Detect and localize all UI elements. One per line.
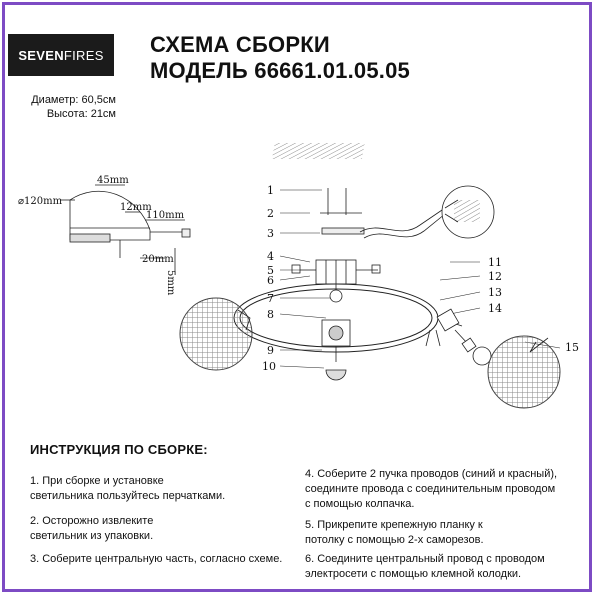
dim-110mm: 110mm bbox=[146, 210, 185, 221]
part-number-1: 1 bbox=[267, 184, 274, 197]
dim-12mm: 12mm bbox=[120, 202, 152, 213]
part-number-4: 4 bbox=[267, 250, 274, 263]
step-4-line-1: 4. Соберите 2 пучка проводов (синий и кр… bbox=[305, 468, 558, 480]
part-number-13: 13 bbox=[488, 286, 502, 299]
mounting-detail bbox=[60, 184, 191, 272]
dim-5mm: 5mm bbox=[165, 270, 176, 296]
part-number-8: 8 bbox=[267, 308, 274, 321]
step-1-line-2: светильника пользуйтесь перчатками. bbox=[30, 490, 226, 502]
step-4: 4. Соберите 2 пучка проводов (синий и кр… bbox=[305, 467, 557, 512]
dim-45mm: 45mm bbox=[97, 175, 129, 186]
part-number-11: 11 bbox=[488, 256, 502, 269]
leader-lines bbox=[279, 189, 561, 369]
dim-20mm: 20mm bbox=[142, 254, 174, 265]
central-mount bbox=[291, 188, 446, 381]
title-line-1: СХЕМА СБОРКИ bbox=[150, 32, 330, 57]
step-4-line-2: соедините провода с соединительным прово… bbox=[305, 483, 556, 495]
instructions-heading: ИНСТРУКЦИЯ ПО СБОРКЕ: bbox=[30, 442, 208, 457]
part-number-5: 5 bbox=[267, 264, 274, 277]
brand-bold: SEVEN bbox=[18, 47, 64, 63]
step-5: 5. Прикрепите крепежную планку к потолку… bbox=[305, 518, 484, 548]
step-6: 6. Соедините центральный провод с провод… bbox=[305, 552, 545, 582]
part-number-6: 6 bbox=[267, 274, 274, 287]
dim-120mm: ⌀120mm bbox=[18, 196, 63, 207]
dimensions: Диаметр: 60,5см Высота: 21см bbox=[6, 93, 116, 121]
brand-regular: FIRES bbox=[63, 47, 104, 63]
step-4-line-3: с помощью колпачка. bbox=[305, 498, 415, 510]
step-1-line-1: 1. При сборке и установке bbox=[30, 475, 164, 487]
left-shade-holder bbox=[237, 309, 251, 331]
part-number-10: 10 bbox=[262, 360, 276, 373]
height-text: Высота: 21см bbox=[46, 108, 116, 120]
part-number-2: 2 bbox=[267, 207, 274, 220]
page-border bbox=[2, 2, 592, 592]
right-arm bbox=[425, 308, 469, 347]
part-number-7: 7 bbox=[267, 292, 274, 305]
step-5-line-1: 5. Прикрепите крепежную планку к bbox=[305, 519, 483, 531]
step-6-line-2: электросети с помощью клемной колодки. bbox=[305, 568, 522, 580]
left-mesh-shade bbox=[179, 297, 253, 371]
wiring-detail bbox=[441, 185, 495, 239]
step-6-line-1: 6. Соедините центральный провод с провод… bbox=[305, 553, 545, 565]
diameter-text: Диаметр: 60,5см bbox=[31, 94, 116, 106]
page-title: СХЕМА СБОРКИ МОДЕЛЬ 66661.01.05.05 bbox=[150, 32, 410, 84]
assembly-arrow bbox=[529, 337, 549, 353]
step-5-line-2: потолку с помощью 2-х саморезов. bbox=[305, 534, 484, 546]
step-3: 3. Соберите центральную часть, согласно … bbox=[30, 552, 282, 567]
part-number-14: 14 bbox=[488, 302, 502, 315]
step-2: 2. Осторожно извлеките светильник из упа… bbox=[30, 514, 153, 544]
step-3-line-1: 3. Соберите центральную часть, согласно … bbox=[30, 553, 283, 565]
title-line-2: МОДЕЛЬ 66661.01.05.05 bbox=[150, 58, 410, 83]
ceiling-hatch bbox=[271, 143, 365, 159]
right-mesh-shade bbox=[487, 335, 561, 409]
step-2-line-1: 2. Осторожно извлеките bbox=[30, 515, 154, 527]
part-number-12: 12 bbox=[488, 270, 502, 283]
part-number-15: 15 bbox=[565, 341, 579, 354]
step-1: 1. При сборке и установке светильника по… bbox=[30, 474, 225, 504]
bulb bbox=[461, 337, 492, 366]
step-2-line-2: светильник из упаковки. bbox=[30, 530, 154, 542]
part-number-9: 9 bbox=[267, 344, 274, 357]
part-number-3: 3 bbox=[267, 227, 274, 240]
assembly-diagram: ⌀120mm 45mm 12mm 110mm 20mm 5mm bbox=[18, 143, 579, 409]
